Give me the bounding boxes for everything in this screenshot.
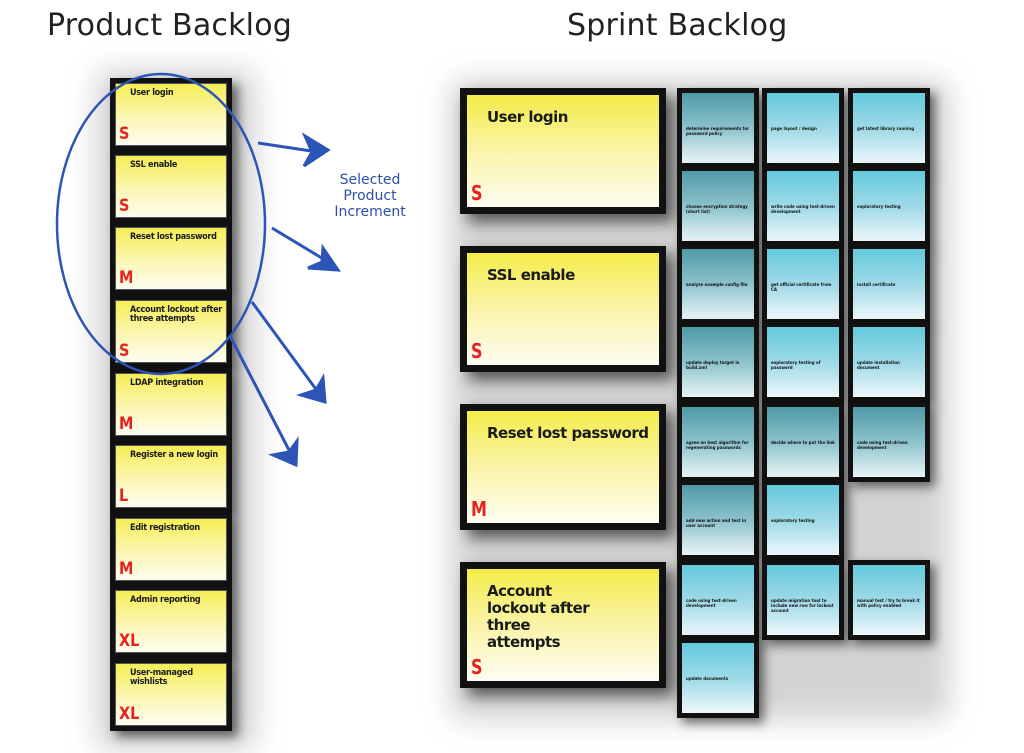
task-card[interactable]: determine requirements for password poli…	[677, 88, 759, 168]
story-title: Account lockout after three attempts	[487, 582, 590, 651]
task-text: install certificate	[857, 282, 896, 287]
task-text: exploratory testing	[771, 518, 815, 523]
story-title: SSL enable	[487, 266, 575, 284]
task-text: page layout / design	[771, 126, 817, 131]
task-text: exploratory testing of password	[771, 360, 821, 370]
card-title: Account lockout after three attempts	[130, 305, 222, 324]
task-card[interactable]: update documents	[677, 638, 759, 718]
card-title: User login	[130, 88, 174, 98]
card-size: XL	[119, 631, 140, 651]
task-card[interactable]: page layout / design	[762, 88, 844, 168]
task-text: update installation document	[857, 360, 900, 370]
story-size: M	[471, 497, 487, 521]
task-text: analyze example config file	[686, 282, 748, 287]
task-text: add new action and test in user account	[686, 518, 747, 528]
card-title: LDAP integration	[130, 378, 204, 388]
task-card[interactable]: update migration tool to include new row…	[762, 560, 844, 640]
card-title: Reset lost password	[130, 232, 217, 242]
task-card[interactable]: code using test-driven development	[848, 402, 930, 482]
arrow-icon	[228, 335, 299, 468]
task-text: agree on best algorithm for regenerating…	[686, 440, 749, 450]
task-card[interactable]: exploratory testing of password	[762, 322, 844, 402]
annotation-line: Increment	[334, 204, 406, 220]
card-title: User-managed wishlists	[130, 668, 193, 687]
card-title: Register a new login	[130, 450, 218, 460]
sprint-backlog-heading: Sprint Backlog	[567, 8, 788, 43]
task-text: get latest library running	[857, 126, 915, 131]
card-size: S	[119, 341, 130, 361]
task-text: get official certificate from CA	[771, 282, 832, 292]
task-card[interactable]: update deploy target in build.xml	[677, 322, 759, 402]
task-card[interactable]: analyze example config file	[677, 244, 759, 324]
story-title: Reset lost password	[487, 424, 649, 442]
task-text: update documents	[686, 676, 729, 681]
story-size: S	[471, 339, 483, 363]
task-card[interactable]: get latest library running	[848, 88, 930, 168]
task-text: decide where to put the link	[771, 440, 835, 445]
task-text: exploratory testing	[857, 204, 901, 209]
card-size: M	[119, 268, 134, 288]
task-card[interactable]: exploratory testing	[762, 480, 844, 560]
task-card[interactable]: manual test / try to break it with polic…	[848, 560, 930, 640]
task-text: code using test-driven development	[686, 598, 737, 608]
task-text: write code using test-driven development	[771, 204, 835, 214]
task-card[interactable]: add new action and test in user account	[677, 480, 759, 560]
task-text: manual test / try to break it with polic…	[857, 598, 920, 608]
arrow-icon	[250, 301, 327, 405]
selection-ellipse	[55, 72, 267, 376]
arrow-icon	[257, 132, 331, 168]
task-card[interactable]: update installation document	[848, 322, 930, 402]
card-size: S	[119, 124, 130, 144]
card-size: S	[119, 196, 130, 216]
card-size: XL	[119, 704, 140, 724]
card-title: Edit registration	[130, 523, 200, 533]
annotation-line: Product	[343, 188, 397, 204]
task-card[interactable]: code using test-driven development	[677, 560, 759, 640]
task-card[interactable]: agree on best algorithm for regenerating…	[677, 402, 759, 482]
story-title: User login	[487, 108, 568, 126]
product-backlog-heading: Product Backlog	[47, 8, 293, 43]
task-text: code using test-driven development	[857, 440, 908, 450]
story-size: S	[471, 181, 483, 205]
card-title: Admin reporting	[130, 595, 201, 605]
card-size: M	[119, 559, 134, 579]
card-size: L	[119, 486, 129, 506]
task-text: choose encryption strategy (short list)	[686, 204, 748, 214]
annotation-line: Selected	[339, 172, 401, 188]
card-size: M	[119, 414, 134, 434]
task-text: determine requirements for password poli…	[686, 126, 749, 136]
task-text: update migration tool to include new row…	[771, 598, 834, 613]
selected-increment-label: Selected Product Increment	[330, 172, 410, 220]
arrow-icon	[271, 226, 341, 272]
story-size: S	[471, 655, 483, 679]
task-text: update deploy target in build.xml	[686, 360, 740, 370]
card-title: SSL enable	[130, 160, 178, 170]
